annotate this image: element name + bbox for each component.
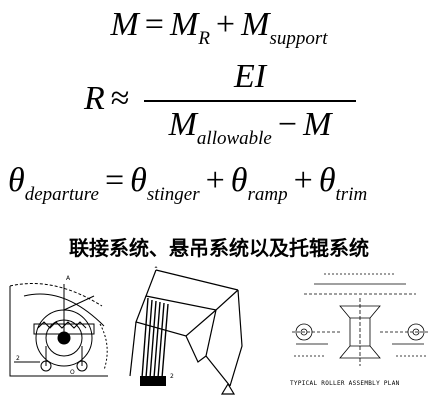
hitch-drawing: A 2 O <box>9 275 108 377</box>
svg-text:1: 1 <box>154 266 158 270</box>
svg-text:2: 2 <box>170 373 174 380</box>
eq3-term3-sub: trim <box>335 184 368 205</box>
eq1-term2-sub: support <box>269 28 328 49</box>
eq1-equals: = <box>144 6 164 43</box>
eq1-plus: + <box>215 6 236 43</box>
svg-text:O: O <box>70 369 75 376</box>
eq3-term2-sub: ramp <box>247 184 288 205</box>
eq2-den-term1-sub: allowable <box>196 128 272 149</box>
roller-plan-caption: TYPICAL ROLLER ASSEMBLY PLAN <box>290 380 400 387</box>
eq3-plus2: + <box>293 162 313 199</box>
eq2-numerator: EI <box>233 58 267 95</box>
eq2-minus: − <box>277 106 298 143</box>
eq3-lhs-sub: departure <box>24 184 99 205</box>
eq2-fraction-bar <box>144 100 356 102</box>
eq3-equals: = <box>104 162 125 199</box>
hitch-system-figure: A 2 O <box>4 266 120 396</box>
eq2-approx: ≈ <box>110 80 130 117</box>
eq2-den-term1: M <box>168 106 197 143</box>
eq1-term2: M <box>241 6 270 43</box>
svg-text:A: A <box>66 275 71 282</box>
eq1-term1: M <box>169 6 199 43</box>
eq3-term1: θ <box>130 162 147 199</box>
suspension-system-figure: 1 2 <box>126 263 250 406</box>
svg-text:2: 2 <box>16 355 20 362</box>
eq3-term2: θ <box>230 162 248 199</box>
eq3-plus1: + <box>205 162 225 199</box>
eq2-fraction: EI Mallowable−M <box>144 58 356 149</box>
roller-plan-drawing <box>292 273 428 366</box>
suspension-drawing: 1 2 <box>129 263 243 395</box>
eq3-term1-sub: stinger <box>146 184 200 205</box>
equation-departure-angle: θdeparture=θstinger+θramp+θtrim <box>8 162 438 205</box>
eq3-term3: θ <box>318 162 336 199</box>
eq2-den-term2: M <box>303 106 332 143</box>
roller-assembly-figure: TYPICAL ROLLER ASSEMBLY PLAN <box>284 266 434 396</box>
equation-moment-sum: M=MR+Msupport <box>0 6 438 49</box>
roller-cluster <box>140 376 166 386</box>
eq3-lhs: θ <box>8 162 25 199</box>
section-caption: 联接系统、悬吊系统以及托辊系统 <box>69 236 369 260</box>
eq1-lhs: M <box>110 6 139 43</box>
eq2-denominator: Mallowable−M <box>144 106 356 149</box>
eq2-lhs-wrap: R≈ <box>84 82 135 116</box>
eq2-lhs: R <box>84 80 105 117</box>
eq1-term1-sub: R <box>198 28 210 49</box>
